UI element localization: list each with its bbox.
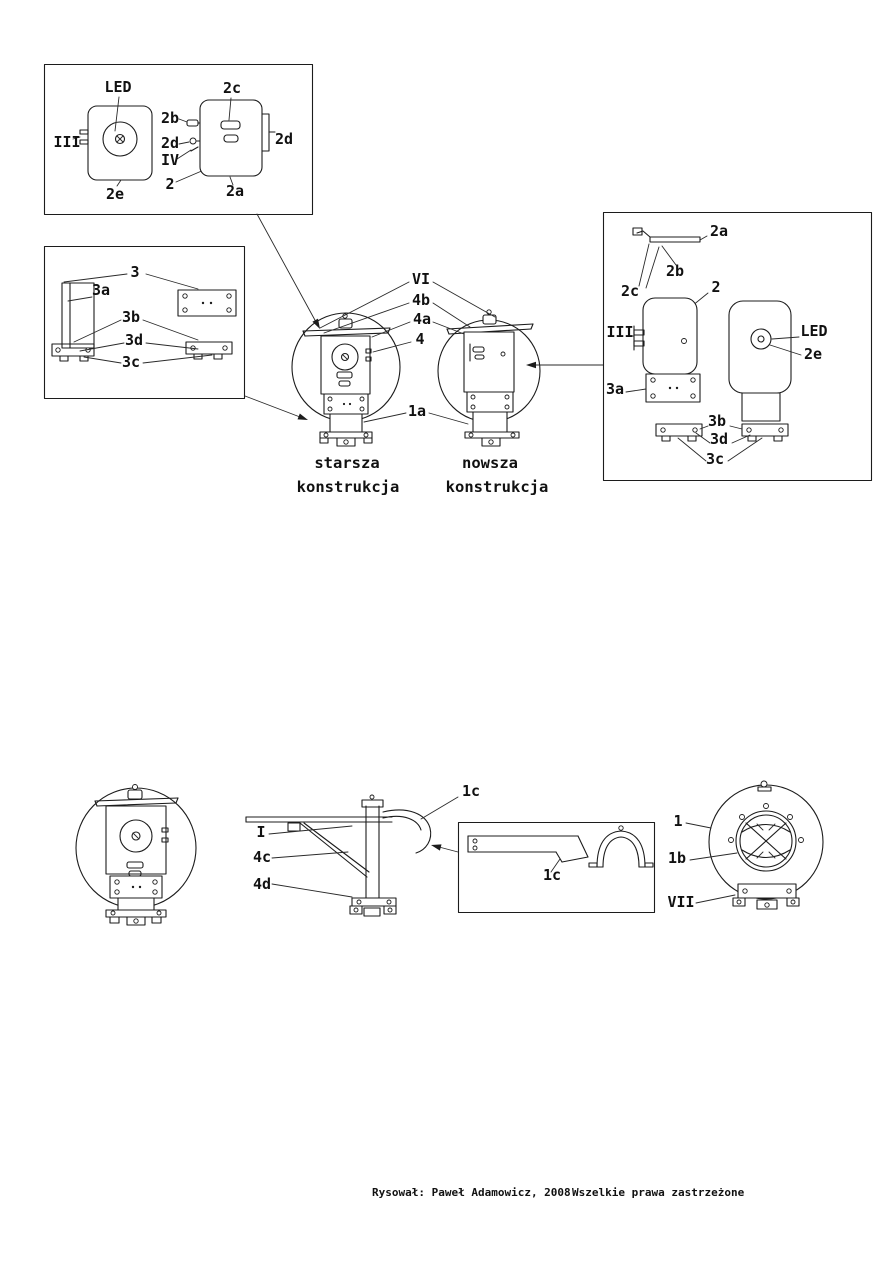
- label-3: 3: [130, 263, 139, 281]
- label-1c-arm: 1c: [462, 782, 480, 800]
- credit-author: Rysował: Paweł Adamowicz, 2008: [372, 1186, 571, 1199]
- label-led: LED: [800, 322, 827, 340]
- label-iii: III: [53, 133, 80, 151]
- label-vii: VII: [667, 893, 694, 911]
- credit-rights: Wszelkie prawa zastrzeżone: [572, 1186, 745, 1199]
- rear-view-drawing: 1 1b VII: [667, 780, 824, 911]
- label-2e: 2e: [106, 185, 124, 203]
- label-i: I: [256, 823, 265, 841]
- label-2b: 2b: [666, 262, 684, 280]
- label-2a: 2a: [710, 222, 728, 240]
- side-view-drawing: 1c I 4c 4d: [245, 782, 480, 917]
- label-1b: 1b: [668, 849, 686, 867]
- bracket-profile-inset: 1c: [431, 821, 656, 914]
- head-detail-inset: LED III 2b 2d IV 2 2e 2c 2d 2a: [43, 63, 320, 329]
- label-2d-right: 2d: [275, 130, 293, 148]
- label-2c: 2c: [621, 282, 639, 300]
- mount-detail-inset: 3 3a 3b 3d 3c: [43, 245, 308, 420]
- label-iv: IV: [161, 151, 179, 169]
- label-4c: 4c: [253, 848, 271, 866]
- label-3d: 3d: [710, 430, 728, 448]
- label-2b: 2b: [161, 109, 179, 127]
- center-labels: VI 4b 4a 4 1a starsza konstrukcja nowsza…: [297, 270, 604, 496]
- label-4a: 4a: [413, 310, 431, 328]
- label-2c: 2c: [223, 79, 241, 97]
- new-construction-drawing: [437, 309, 541, 447]
- label-2: 2: [711, 278, 720, 296]
- label-3c: 3c: [706, 450, 724, 468]
- label-4d: 4d: [253, 875, 271, 893]
- label-1c-profile: 1c: [543, 866, 561, 884]
- label-2e: 2e: [804, 345, 822, 363]
- label-2d-left: 2d: [161, 134, 179, 152]
- label-4b: 4b: [412, 291, 430, 309]
- label-3b: 3b: [708, 412, 726, 430]
- label-3a: 3a: [606, 380, 624, 398]
- label-led: LED: [104, 78, 131, 96]
- old-construction-drawing: [291, 312, 401, 447]
- caption-old-line2: konstrukcja: [297, 478, 400, 496]
- label-2a: 2a: [226, 182, 244, 200]
- front-view-drawing: [75, 784, 197, 926]
- label-iii: III: [606, 323, 633, 341]
- label-4: 4: [415, 330, 424, 348]
- inset-frame: [43, 245, 246, 400]
- label-3d: 3d: [125, 331, 143, 349]
- caption-new-line2: konstrukcja: [446, 478, 549, 496]
- footer-credit: Rysował: Paweł Adamowicz, 2008 Wszelkie …: [372, 1186, 745, 1199]
- label-3c: 3c: [122, 353, 140, 371]
- label-1: 1: [673, 812, 682, 830]
- label-3b: 3b: [122, 308, 140, 326]
- label-2: 2: [165, 175, 174, 193]
- caption-old-line1: starsza: [314, 454, 379, 472]
- label-vi: VI: [412, 270, 430, 288]
- caption-new-line1: nowsza: [462, 454, 518, 472]
- right-detail-inset: 2a 2b 2c 2 III LED 2e 3a 3b 3d 3c: [602, 211, 873, 482]
- label-1a: 1a: [408, 402, 426, 420]
- label-3a: 3a: [92, 281, 110, 299]
